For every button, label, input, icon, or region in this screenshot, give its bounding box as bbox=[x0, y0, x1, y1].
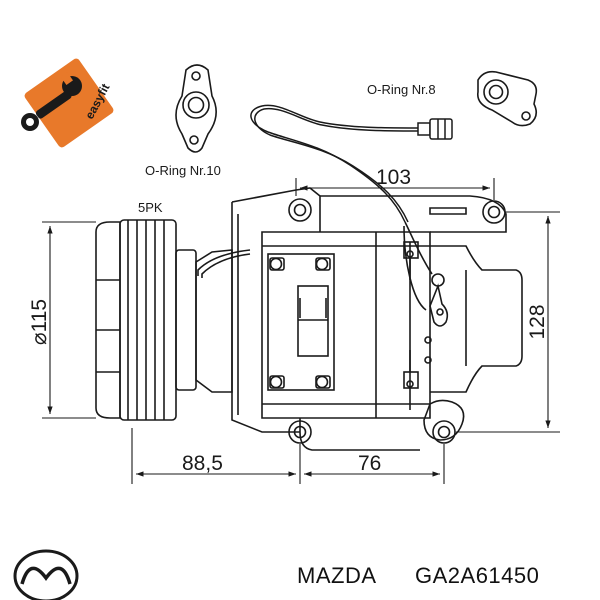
oring-8-drawing bbox=[476, 70, 538, 127]
dim-diameter: ⌀115 bbox=[28, 299, 51, 345]
sensor-wire bbox=[250, 104, 453, 223]
dim-offset-left: 88,5 bbox=[182, 452, 223, 475]
dimension-lines bbox=[42, 178, 560, 484]
belt-label: 5PK bbox=[138, 200, 163, 215]
pulley bbox=[95, 219, 197, 421]
wrench-icon bbox=[21, 72, 82, 131]
mazda-logo-icon bbox=[13, 549, 79, 600]
dim-height-right: 128 bbox=[526, 304, 549, 339]
part-number: GA2A61450 bbox=[415, 563, 539, 588]
oring-8-label: O-Ring Nr.8 bbox=[367, 82, 436, 97]
dim-offset-right: 76 bbox=[358, 452, 381, 475]
oring-10-drawing bbox=[175, 64, 217, 153]
dim-width-top: 103 bbox=[376, 166, 411, 189]
easyfit-badge: easyfit bbox=[21, 58, 114, 148]
compressor-body bbox=[195, 187, 523, 451]
brand-name: MAZDA bbox=[297, 563, 377, 588]
oring-10-label: O-Ring Nr.10 bbox=[145, 163, 221, 178]
